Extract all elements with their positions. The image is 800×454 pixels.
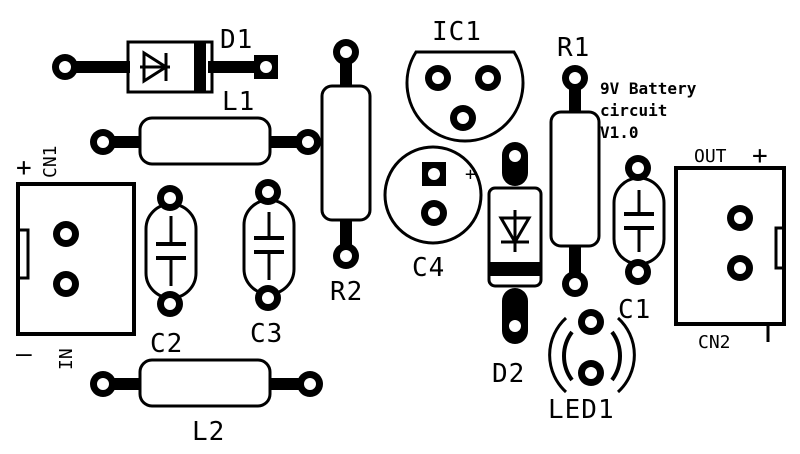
label-out-plus: + — [752, 141, 769, 171]
capacitor-c4: + C4 — [383, 145, 483, 283]
label-c1: C1 — [618, 295, 651, 325]
inductor-l1: L1 — [90, 87, 321, 166]
regulator-ic1: IC1 — [405, 17, 525, 143]
label-c4: C4 — [412, 253, 445, 283]
label-out: OUT — [694, 146, 727, 167]
diode-d2: D2 — [487, 142, 543, 389]
label-c4-plus: + — [465, 164, 476, 185]
label-in-plus: + — [16, 153, 33, 183]
label-l2: L2 — [192, 417, 225, 447]
label-l1: L1 — [222, 87, 255, 117]
capacitor-c2: C2 — [144, 185, 198, 359]
label-in-minus: – — [16, 339, 33, 369]
label-c3: C3 — [250, 319, 283, 349]
connector-cn2: OUT + CN2 — [674, 141, 786, 353]
label-r2: R2 — [330, 277, 363, 307]
note-line-1: 9V Battery — [600, 79, 697, 98]
label-led1: LED1 — [548, 395, 615, 425]
label-r1: R1 — [557, 33, 590, 63]
inductor-l2: L2 — [90, 358, 323, 447]
label-cn2: CN2 — [698, 332, 731, 353]
board-note: 9V Battery circuit V1.0 — [600, 79, 697, 142]
label-cn1: CN1 — [40, 145, 61, 178]
resistor-r1: R1 — [549, 33, 601, 297]
note-line-2: circuit — [600, 101, 667, 120]
label-d1: D1 — [220, 25, 253, 55]
diode-d1: D1 — [52, 25, 278, 94]
label-c2: C2 — [150, 329, 183, 359]
led-led1: LED1 — [548, 309, 636, 425]
label-in: IN — [56, 348, 77, 370]
connector-cn1: + CN1 – IN — [16, 145, 136, 370]
label-d2: D2 — [492, 359, 525, 389]
label-ic1: IC1 — [432, 17, 482, 47]
capacitor-c3: C3 — [242, 179, 296, 349]
capacitor-c1: C1 — [612, 155, 666, 325]
resistor-r2: R2 — [320, 39, 372, 307]
note-line-3: V1.0 — [600, 123, 639, 142]
